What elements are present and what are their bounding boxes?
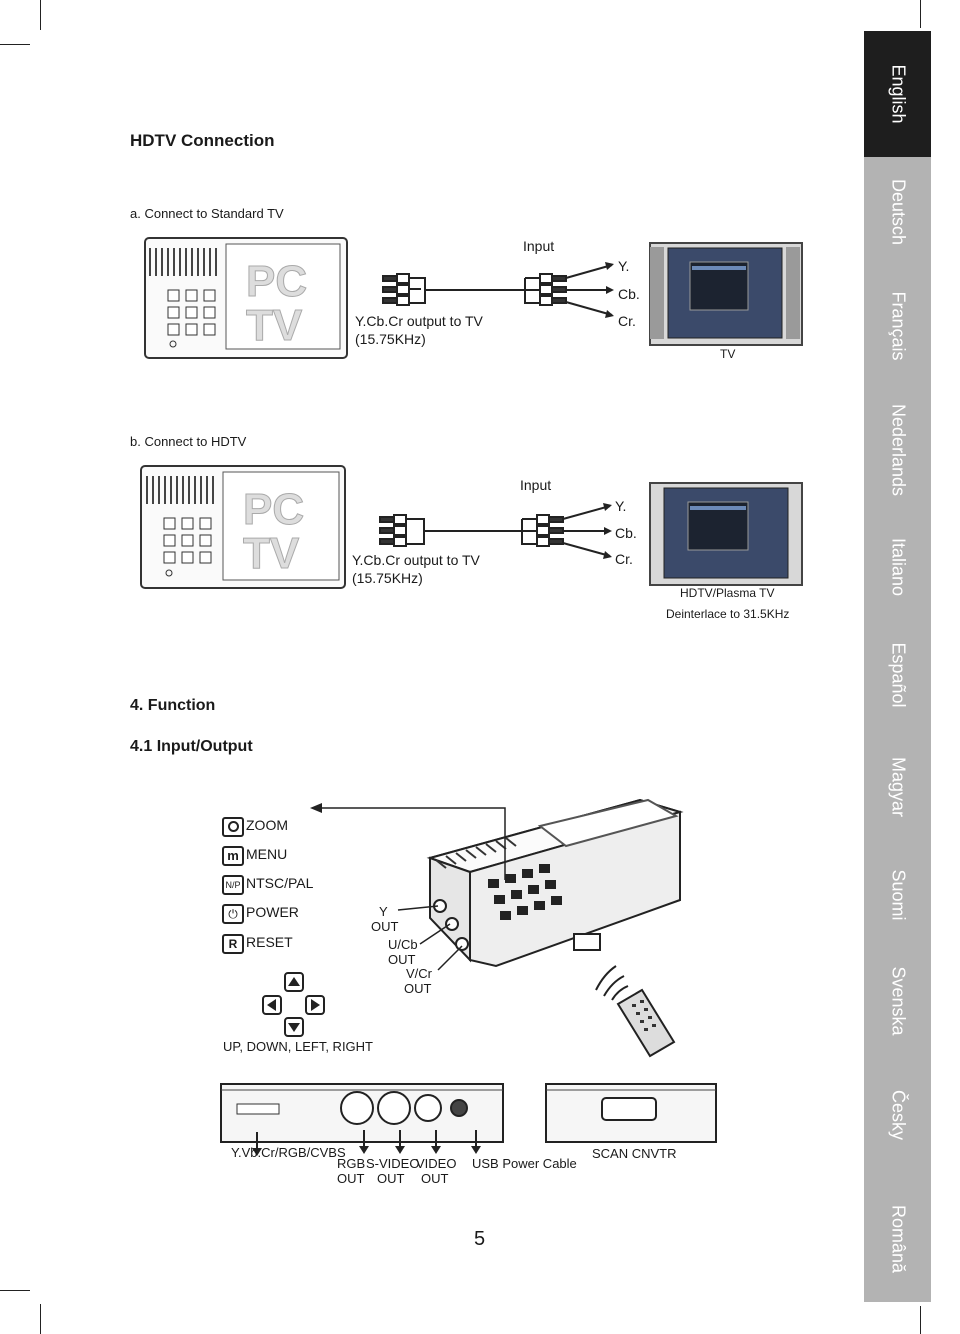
channel-y-a: Y. (618, 258, 630, 274)
lang-tab-cesky[interactable]: Česky (888, 1089, 908, 1141)
channel-cb-b: Cb. (615, 525, 637, 541)
lang-tab-romana[interactable]: Română (888, 1204, 908, 1273)
section-b-label: b. Connect to HDTV (130, 434, 247, 449)
svg-text:PC: PC (246, 257, 307, 306)
function-subtitle: 4.1 Input/Output (130, 738, 253, 755)
hdtv-caption-1: HDTV/Plasma TV (680, 586, 775, 600)
crop-mark (0, 44, 30, 45)
crop-mark (920, 0, 921, 28)
svg-text:TV: TV (246, 301, 303, 350)
lang-tab-magyar[interactable]: Magyar (888, 756, 908, 818)
crop-mark (920, 1306, 921, 1334)
output-label-b-1: Y.Cb.Cr output to TV (352, 552, 480, 568)
channel-cb-a: Cb. (618, 286, 640, 302)
ntsc-pal-icon: N/P (222, 875, 244, 895)
output-label-a-1: Y.Cb.Cr output to TV (355, 313, 483, 329)
channel-y-b: Y. (615, 498, 627, 514)
zoom-label: ZOOM (246, 817, 288, 833)
lang-tab-english[interactable]: English (864, 31, 931, 157)
video-out-line2: OUT (421, 1171, 449, 1186)
y-out-line2: OUT (371, 919, 399, 934)
svg-text:PC: PC (243, 485, 304, 534)
pctv-device-a: PC TV (144, 237, 348, 359)
menu-label: MENU (246, 846, 288, 862)
function-title: 4. Function (130, 697, 216, 714)
ycbcr-rgb-cvbs-label: Y.Vb.Cr/RGB/CVBS (231, 1145, 346, 1160)
input-label-a: Input (523, 238, 555, 254)
page-number: 5 (474, 1228, 486, 1250)
ucb-out-line2: OUT (388, 952, 416, 967)
page-heading: HDTV Connection (130, 131, 275, 150)
channel-cr-b: Cr. (615, 551, 633, 567)
remote-control (595, 965, 676, 1058)
svg-text:TV: TV (243, 529, 300, 578)
power-icon: ⏻ (222, 904, 244, 924)
output-label-b-2: (15.75KHz) (352, 570, 423, 586)
ntsc-pal-label: NTSC/PAL (246, 875, 314, 891)
tv-a (649, 242, 803, 346)
section-a-label: a. Connect to Standard TV (130, 206, 284, 221)
pctv-device-iso (426, 798, 684, 968)
lang-tab-svenska[interactable]: Svenska (888, 966, 908, 1036)
crop-mark (40, 1304, 41, 1334)
svideo-out-line2: OUT (377, 1171, 405, 1186)
channel-cr-a: Cr. (618, 313, 636, 329)
vcr-out-line1: V/Cr (406, 966, 432, 981)
y-out-line1: Y (379, 904, 388, 919)
lang-tab-suomi[interactable]: Suomi (888, 869, 908, 921)
lang-tab-francais[interactable]: Français (888, 291, 908, 361)
menu-icon: m (222, 846, 244, 866)
power-label: POWER (246, 904, 299, 920)
usb-power-label: USB Power Cable (472, 1156, 577, 1171)
video-out-line1: VIDEO (416, 1156, 457, 1171)
lang-tab-deutsch[interactable]: Deutsch (888, 178, 908, 246)
hdtv-caption-2: Deinterlace to 31.5KHz (666, 607, 790, 621)
ycbcr-cable-b (379, 505, 611, 557)
language-sidebar: English Deutsch Français Nederlands Ital… (864, 31, 931, 1302)
input-label-b: Input (520, 477, 552, 493)
output-label-a-2: (15.75KHz) (355, 331, 426, 347)
vcr-out-line2: OUT (404, 981, 432, 996)
rgb-out-line1: RGB (337, 1156, 366, 1171)
ucb-out-line1: U/Cb (388, 937, 418, 952)
arrows-label: UP, DOWN, LEFT, RIGHT (223, 1039, 373, 1054)
lang-tab-italiano[interactable]: Italiano (888, 537, 908, 597)
hdtv-b (649, 482, 803, 586)
zoom-icon (222, 817, 244, 837)
rear-panel (220, 1083, 717, 1143)
tv-caption: TV (720, 347, 736, 361)
lang-tab-espanol[interactable]: Español (888, 642, 908, 708)
lang-tab-nederlands[interactable]: Nederlands (888, 403, 908, 497)
reset-label: RESET (246, 934, 293, 950)
reset-icon: R (222, 934, 244, 954)
crop-mark (40, 0, 41, 30)
scan-cnvtr-label: SCAN CNVTR (592, 1146, 677, 1161)
rgb-out-line2: OUT (337, 1171, 365, 1186)
crop-mark (0, 1290, 30, 1291)
pctv-device-b: PC TV (140, 465, 346, 589)
svideo-out-line1: S-VIDEO (366, 1156, 420, 1171)
ycbcr-cable-a (382, 264, 613, 316)
